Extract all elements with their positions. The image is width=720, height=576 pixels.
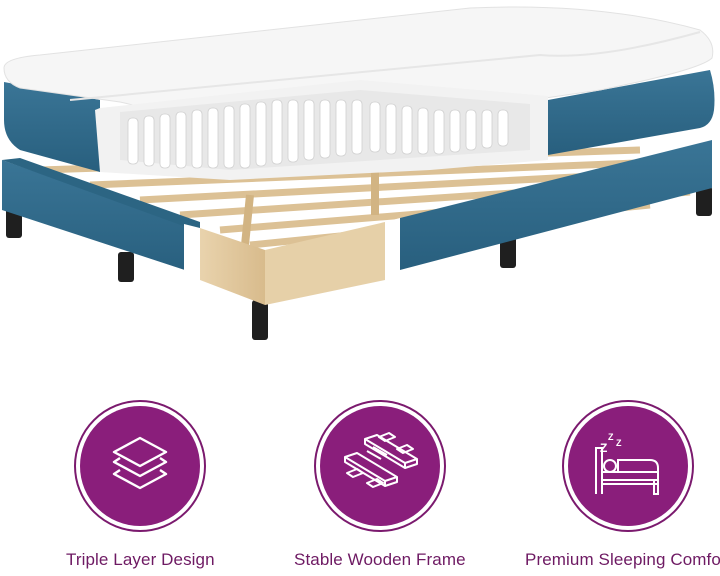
wooden-slats-icon bbox=[343, 432, 418, 488]
feature-badge bbox=[74, 400, 207, 532]
mattress-bed-illustration bbox=[2, 6, 715, 340]
svg-text:Z: Z bbox=[616, 438, 622, 448]
layers-icon bbox=[113, 436, 168, 490]
feature-list: Triple Layer Design bbox=[0, 400, 720, 576]
feature-label: Triple Layer Design bbox=[66, 550, 215, 569]
feature-badge: Z Z Z bbox=[562, 400, 695, 532]
svg-text:Z: Z bbox=[608, 432, 614, 442]
feature-triple-layer: Triple Layer Design bbox=[66, 400, 215, 570]
svg-text:Z: Z bbox=[600, 441, 607, 455]
sleeping-bed-icon: Z Z Z bbox=[595, 432, 660, 495]
feature-badge bbox=[313, 400, 446, 532]
product-image bbox=[2, 6, 715, 340]
feature-label: Stable Wooden Frame bbox=[294, 550, 466, 569]
feature-wooden-frame: Stable Wooden Frame bbox=[294, 400, 466, 570]
feature-label: Premium Sleeping Comfort bbox=[525, 550, 720, 569]
feature-sleeping-comfort: Z Z Z Premium Sleeping Comfort bbox=[525, 400, 720, 570]
